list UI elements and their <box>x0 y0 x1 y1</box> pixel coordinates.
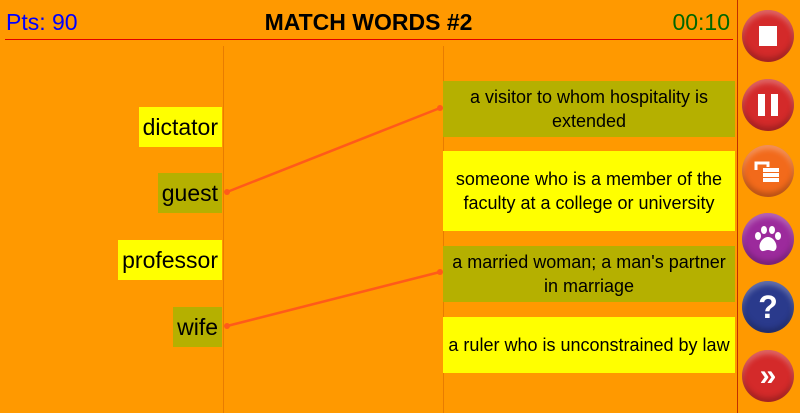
pause-button[interactable] <box>742 79 794 131</box>
definition-card[interactable]: a ruler who is unconstrained by law <box>443 317 735 373</box>
word-guest[interactable]: guest <box>157 173 222 213</box>
stop-icon <box>759 26 777 46</box>
match-line-wife <box>226 270 441 328</box>
page-title: MATCH WORDS #2 <box>264 9 473 35</box>
points-display: Pts: 90 <box>6 9 78 35</box>
stop-button[interactable] <box>742 10 794 62</box>
match-endpoint <box>224 189 230 195</box>
match-lines <box>224 105 443 329</box>
skip-button[interactable]: » <box>742 350 794 402</box>
column-divider <box>223 46 224 413</box>
word-dictator[interactable]: dictator <box>138 107 222 147</box>
match-line-guest <box>226 106 441 194</box>
question-icon: ? <box>758 288 778 325</box>
word-wife[interactable]: wife <box>173 307 222 347</box>
match-endpoint <box>437 105 443 111</box>
header-divider <box>5 39 733 40</box>
unlock-icon <box>754 161 779 182</box>
paw-button[interactable] <box>742 213 794 265</box>
sidebar-divider <box>737 0 738 413</box>
timer-display: 00:10 <box>672 9 730 35</box>
word-professor[interactable]: professor <box>118 240 222 280</box>
pause-icon <box>758 94 778 116</box>
definition-card[interactable]: someone who is a member of the faculty a… <box>443 151 735 231</box>
match-endpoint <box>224 323 230 329</box>
paw-icon <box>755 226 781 252</box>
unlock-button[interactable] <box>742 145 794 197</box>
help-button[interactable]: ? <box>742 281 794 333</box>
definition-card[interactable]: a visitor to whom hospitality is extende… <box>443 81 735 137</box>
definition-card[interactable]: a married woman; a man's partner in marr… <box>443 246 735 302</box>
double-chevron-right-icon: » <box>759 359 777 392</box>
match-endpoint <box>437 269 443 275</box>
